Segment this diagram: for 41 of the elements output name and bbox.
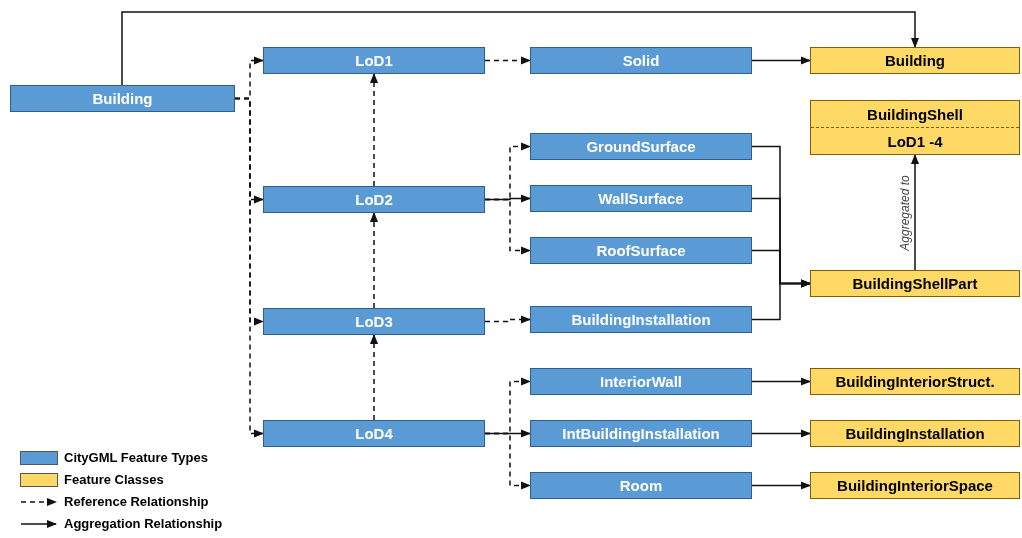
feature-box: LoD3 <box>263 308 485 335</box>
edge-label: Aggregated to <box>899 172 911 253</box>
legend-label: Aggregation Relationship <box>64 514 223 533</box>
feature-box: LoD1 <box>263 47 485 74</box>
arrow <box>751 429 812 438</box>
feature-box: InteriorWall <box>530 368 752 395</box>
feature-box: LoD4 <box>263 420 485 447</box>
class-box: BuildingInstallation <box>810 420 1020 447</box>
legend-label: Reference Relationship <box>64 492 209 511</box>
feature-box: BuildingInstallation <box>530 306 752 333</box>
class-box: BuildingInteriorSpace <box>810 472 1020 499</box>
class-box <box>810 100 1020 155</box>
dashed-arrow <box>484 315 532 324</box>
arrow <box>751 279 812 321</box>
feature-box: GroundSurface <box>530 133 752 160</box>
class-box: Building <box>810 47 1020 74</box>
feature-box: Room <box>530 472 752 499</box>
legend-label: Feature Classes <box>64 470 164 489</box>
feature-box: IntBuildingInstallation <box>530 420 752 447</box>
dashed-arrow <box>369 72 379 187</box>
arrow <box>910 153 920 271</box>
feature-box: RoofSurface <box>530 237 752 264</box>
class-box: BuildingShellPart <box>810 270 1020 297</box>
node-label: LoD1 -4 <box>887 133 943 149</box>
dashed-arrow <box>484 198 532 255</box>
class-box: BuildingInteriorStruct. <box>810 368 1020 395</box>
feature-box: WallSurface <box>530 185 752 212</box>
feature-box: Solid <box>530 47 752 74</box>
dashed-arrow <box>369 333 379 421</box>
arrow <box>751 377 812 386</box>
legend-label: CityGML Feature Types <box>64 448 208 467</box>
arrow <box>751 56 812 65</box>
arrow <box>751 481 812 490</box>
feature-box: Building <box>10 85 235 112</box>
dashed-arrow <box>484 56 532 65</box>
dashed-arrow <box>234 97 265 438</box>
node-label: BuildingShell <box>867 106 963 122</box>
dashed-arrow <box>484 432 532 490</box>
feature-box: LoD2 <box>263 186 485 213</box>
dashed-arrow <box>369 211 379 309</box>
arrow <box>121 11 920 86</box>
